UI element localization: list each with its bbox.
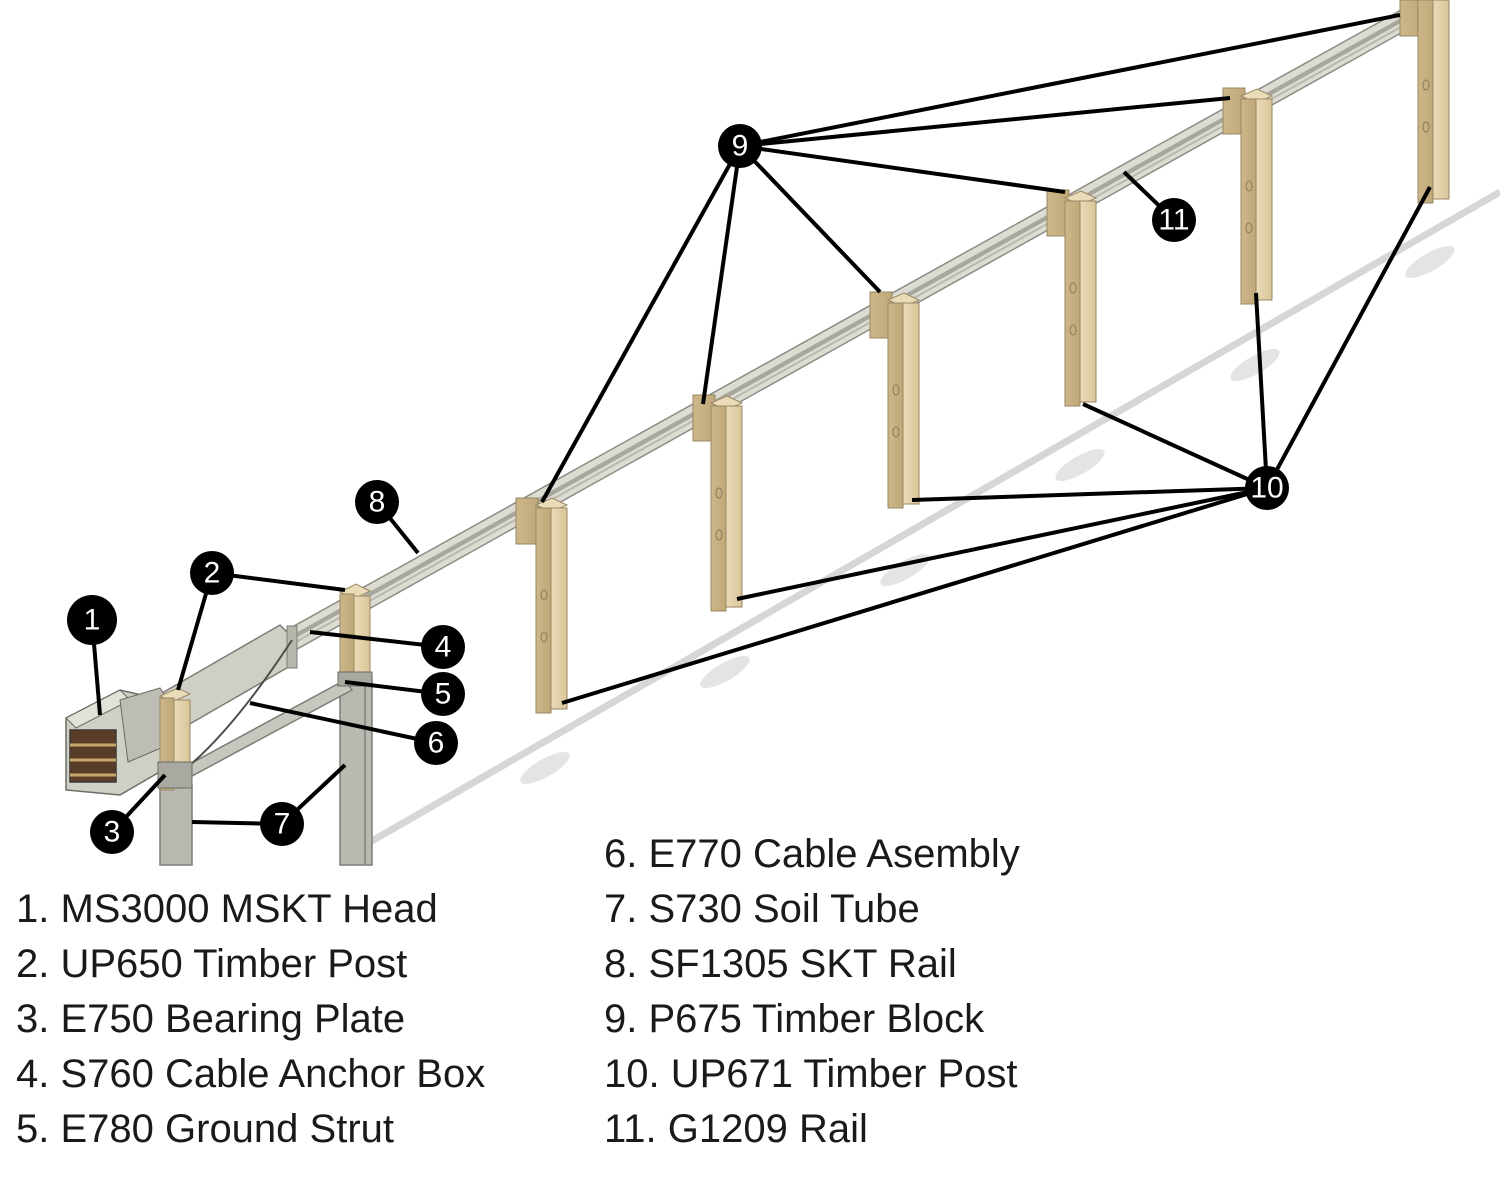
- legend-right: 6. E770 Cable Asembly 7. S730 Soil Tube …: [604, 827, 1020, 1157]
- callout-1: 1: [67, 595, 117, 645]
- callout-7-label: 7: [274, 808, 291, 841]
- callout-3-label: 3: [104, 816, 121, 849]
- callout-2-label: 2: [204, 557, 221, 590]
- callout-9-label: 9: [732, 130, 749, 163]
- legend-item-8: 8. SF1305 SKT Rail: [604, 942, 957, 986]
- legend-item-5: 5. E780 Ground Strut: [16, 1107, 395, 1151]
- callout-3: 3: [90, 810, 134, 854]
- legend-left: 1. MS3000 MSKT Head 2. UP650 Timber Post…: [16, 882, 485, 1157]
- callout-10: 10: [1245, 466, 1289, 510]
- up671-post-3: [869, 291, 921, 509]
- legend-item-4: 4. S760 Cable Anchor Box: [16, 1052, 486, 1096]
- legend-item-1: 1. MS3000 MSKT Head: [16, 887, 438, 931]
- legend-item-11: 11. G1209 Rail: [604, 1107, 868, 1151]
- up671-post-1: [515, 497, 569, 714]
- mskt-head: [65, 687, 169, 796]
- legend-item-3: 3. E750 Bearing Plate: [16, 997, 406, 1041]
- callout-1-label: 1: [84, 604, 101, 637]
- legend-item-7: 7. S730 Soil Tube: [604, 887, 920, 931]
- legend-item-9: 9. P675 Timber Block: [604, 997, 985, 1041]
- legend-item-6: 6. E770 Cable Asembly: [604, 832, 1020, 876]
- callout-9: 9: [718, 124, 762, 168]
- callout-5: 5: [421, 672, 465, 716]
- up671-post-4: [1046, 189, 1098, 407]
- callout-4-label: 4: [435, 631, 452, 664]
- callout-6-label: 6: [428, 727, 445, 760]
- legend-item-10: 10. UP671 Timber Post: [604, 1052, 1018, 1096]
- legend-item-2: 2. UP650 Timber Post: [16, 942, 408, 986]
- leader-lines: [90, 13, 1432, 834]
- callout-2: 2: [190, 551, 234, 595]
- callout-8-label: 8: [369, 486, 386, 519]
- callout-11: 11: [1152, 198, 1196, 242]
- guardrail-diagram: 1 2 3 4 5 6 7 8 9 10 11: [65, 0, 1500, 866]
- ground-line: [368, 188, 1500, 846]
- callout-6: 6: [414, 721, 458, 765]
- callout-8: 8: [355, 480, 399, 524]
- callout-5-label: 5: [435, 678, 452, 711]
- up671-post-5: [1222, 87, 1274, 305]
- up671-post-2: [692, 394, 744, 612]
- soil-tubes: [159, 679, 373, 866]
- callout-7: 7: [260, 802, 304, 846]
- callout-4: 4: [421, 625, 465, 669]
- callout-11-label: 11: [1158, 204, 1189, 237]
- up671-post-6: [1399, 0, 1450, 204]
- callout-10-label: 10: [1250, 472, 1283, 505]
